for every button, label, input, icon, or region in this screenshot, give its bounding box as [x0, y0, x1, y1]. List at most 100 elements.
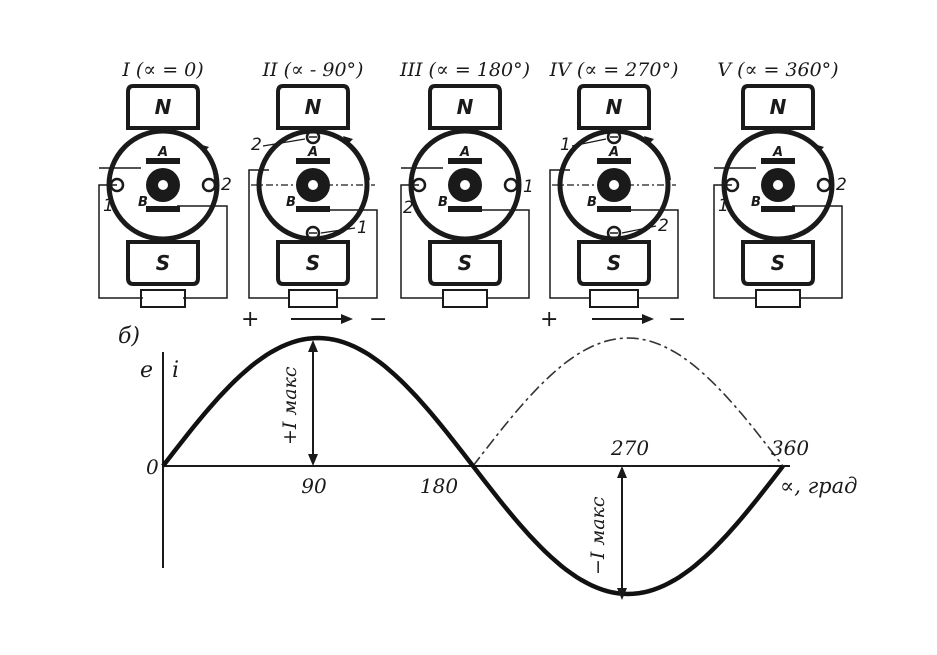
- south-pole-letter: S: [156, 251, 170, 275]
- y-axis-label-i: i: [172, 358, 179, 383]
- stage-label: III (∝ = 180°): [399, 59, 530, 81]
- minus-imax-label: −I макс: [587, 496, 609, 575]
- north-pole-piece: [276, 84, 350, 130]
- plus-imax-label: +I макс: [279, 366, 301, 445]
- south-pole-piece: [126, 240, 200, 286]
- north-pole-letter: N: [457, 95, 474, 119]
- panel-label: б): [118, 324, 140, 349]
- north-pole-piece: [428, 84, 502, 130]
- plus-sign: +: [540, 307, 558, 332]
- origin-label: 0: [146, 455, 159, 479]
- load-resistor: [288, 289, 338, 308]
- slip-ring-top: [606, 129, 622, 145]
- left-terminal-label: 2: [403, 198, 414, 218]
- coil-conductor-top: [448, 158, 482, 164]
- slip-ring-top: [305, 129, 321, 145]
- minus-imax-annotation: −I макс: [587, 466, 627, 600]
- rotation-arrow-head: [343, 136, 353, 145]
- series-layer: [161, 335, 785, 597]
- bottom-terminal-label: 2: [658, 216, 669, 236]
- minus-imax-arrow-head-top: [617, 466, 627, 478]
- plus-imax-annotation: +I макс: [279, 340, 318, 466]
- coil-conductor-top: [761, 158, 795, 164]
- slip-ring-right: [816, 177, 832, 193]
- north-pole-letter: N: [305, 95, 322, 119]
- south-pole-piece: [276, 240, 350, 286]
- brush-b-label: B: [138, 195, 148, 210]
- south-pole-letter: S: [306, 251, 320, 275]
- plus-imax-arrow-head-top: [308, 340, 318, 352]
- brush-a-label: A: [459, 145, 470, 160]
- series-emf-rectified-curve: [162, 337, 784, 468]
- brush-b-label: B: [751, 195, 761, 210]
- load-resistor: [589, 289, 639, 308]
- stage-2: II (∝ - 90°) N S A B 2 1 + −: [241, 59, 387, 332]
- rotation-arrow-head: [814, 144, 824, 153]
- external-circuit: [98, 184, 228, 299]
- south-pole-letter: S: [458, 251, 472, 275]
- left-terminal-label: 1: [103, 196, 114, 216]
- external-circuit: [248, 169, 378, 299]
- x-tick-labels: 90 180 270 360: [301, 436, 809, 498]
- rotation-arrow-head: [644, 136, 654, 145]
- top-terminal-label: 2: [251, 135, 262, 155]
- brush-b-label: B: [438, 195, 448, 210]
- slip-ring-bottom: [606, 225, 622, 241]
- stage-1: I (∝ = 0) N S A B 1 2: [98, 59, 232, 308]
- load-resistor: [140, 289, 186, 308]
- plus-sign: +: [241, 307, 259, 332]
- x-axis-label: ∝, град: [780, 474, 857, 498]
- current-arrow-head: [642, 314, 654, 324]
- brush-b-label: B: [587, 195, 597, 210]
- brush-a-label: A: [307, 145, 318, 160]
- coil-conductor-bottom: [597, 206, 631, 212]
- slip-ring-right: [201, 177, 217, 193]
- load-resistor: [442, 289, 488, 308]
- stage-label: II (∝ - 90°): [262, 59, 364, 81]
- stage-3: III (∝ = 180°) N S A B 2 1: [399, 59, 534, 308]
- rotor-shaft: [773, 180, 783, 190]
- slip-ring-bottom: [305, 225, 321, 241]
- external-circuit: [549, 169, 679, 299]
- minus-sign: −: [668, 307, 686, 332]
- north-pole-piece: [577, 84, 651, 130]
- rotor-shaft: [460, 180, 470, 190]
- north-pole-piece: [741, 84, 815, 130]
- rotor-shaft: [609, 180, 619, 190]
- rotor-shaft: [158, 180, 168, 190]
- coil-conductor-bottom: [296, 206, 330, 212]
- y-axis-label-e: e: [140, 358, 153, 383]
- stage-5: V (∝ = 360°) N S A B 1 2: [713, 59, 847, 308]
- right-terminal-label: 1: [523, 177, 534, 197]
- top-terminal-leader: [571, 138, 607, 147]
- slip-ring-right: [503, 177, 519, 193]
- current-arrow-head: [341, 314, 353, 324]
- plus-imax-arrow-head-bottom: [308, 454, 318, 466]
- x-tick-label-270: 270: [610, 436, 649, 460]
- brush-a-label: A: [772, 145, 783, 160]
- south-pole-letter: S: [607, 251, 621, 275]
- bottom-terminal-leader: [621, 225, 657, 234]
- brush-a-label: A: [608, 145, 619, 160]
- coil-conductor-bottom: [448, 206, 482, 212]
- coil-conductor-top: [597, 158, 631, 164]
- south-pole-letter: S: [771, 251, 785, 275]
- south-pole-piece: [428, 240, 502, 286]
- top-terminal-leader: [262, 138, 306, 147]
- bottom-terminal-label: 1: [357, 218, 368, 238]
- external-circuit: [713, 184, 843, 299]
- stage-4: IV (∝ = 270°) N S A B 1 2 + −: [540, 59, 686, 332]
- south-pole-piece: [741, 240, 815, 286]
- north-pole-letter: N: [606, 95, 623, 119]
- coil-conductor-top: [146, 158, 180, 164]
- bottom-terminal-leader: [320, 227, 356, 234]
- brush-a-label: A: [157, 145, 168, 160]
- stage-label: I (∝ = 0): [121, 59, 203, 81]
- external-circuit: [400, 184, 530, 299]
- south-pole-piece: [577, 240, 651, 286]
- coil-conductor-top: [296, 158, 330, 164]
- right-terminal-label: 2: [836, 175, 847, 195]
- series-current-curve: [161, 335, 785, 597]
- coil-conductor-bottom: [761, 206, 795, 212]
